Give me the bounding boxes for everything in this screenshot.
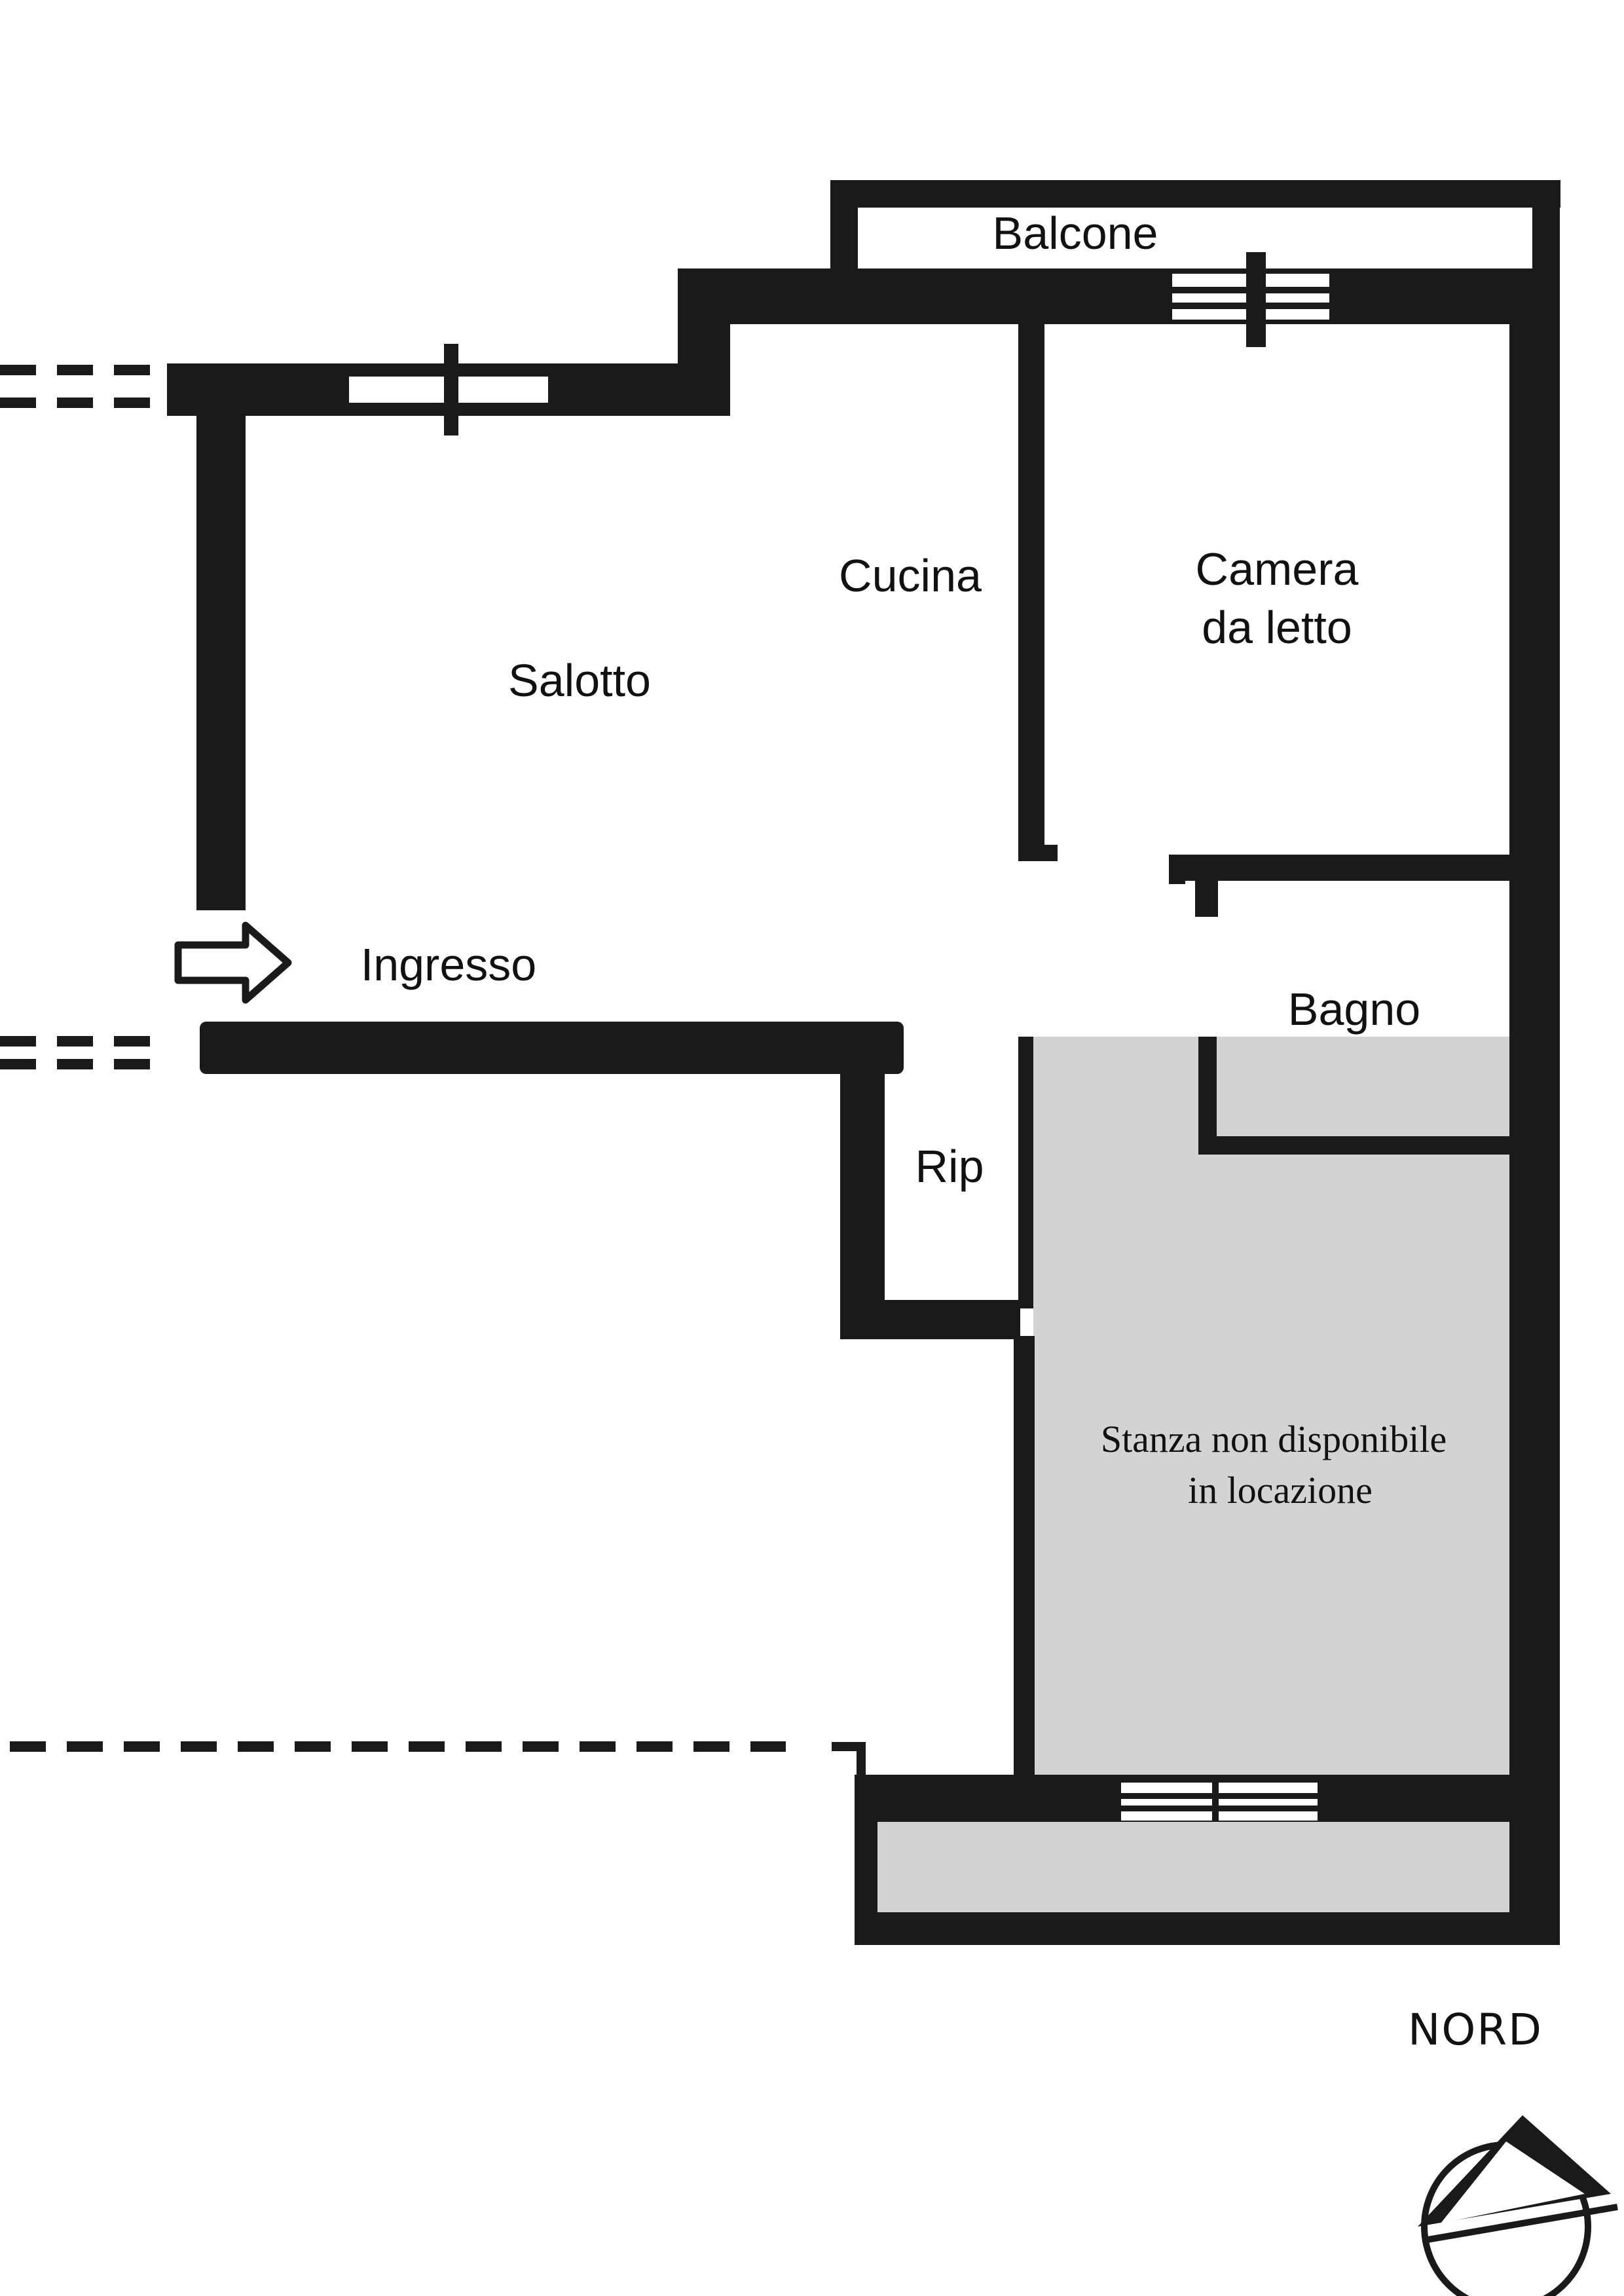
window-bedroom xyxy=(1172,252,1329,347)
room-label-balcone: Balcone xyxy=(993,208,1158,259)
room-label-salotto: Salotto xyxy=(508,655,651,706)
unavailable-balcony-area xyxy=(877,1822,1521,1912)
neighbour-outline-dashes xyxy=(0,365,866,1781)
room-label-bagno: Bagno xyxy=(1288,984,1420,1035)
unavailable-room-area xyxy=(1033,1037,1510,1775)
unavailable-room-label-line2: in locazione xyxy=(1188,1469,1373,1511)
walls xyxy=(167,180,1560,1945)
north-label: NORD xyxy=(1408,2005,1543,2055)
room-label-ingresso: Ingresso xyxy=(361,939,536,990)
window-salotto xyxy=(345,344,552,435)
room-label-rip: Rip xyxy=(915,1141,984,1192)
unavailable-room-label-line1: Stanza non disponibile xyxy=(1101,1418,1447,1460)
room-label-camera-line2: da letto xyxy=(1202,602,1352,653)
room-label-camera-line1: Camera xyxy=(1196,544,1359,595)
entrance-arrow-icon xyxy=(174,921,292,1004)
window-south xyxy=(1121,1783,1318,1821)
room-label-cucina: Cucina xyxy=(839,550,982,601)
north-compass-icon xyxy=(1418,2115,1618,2296)
